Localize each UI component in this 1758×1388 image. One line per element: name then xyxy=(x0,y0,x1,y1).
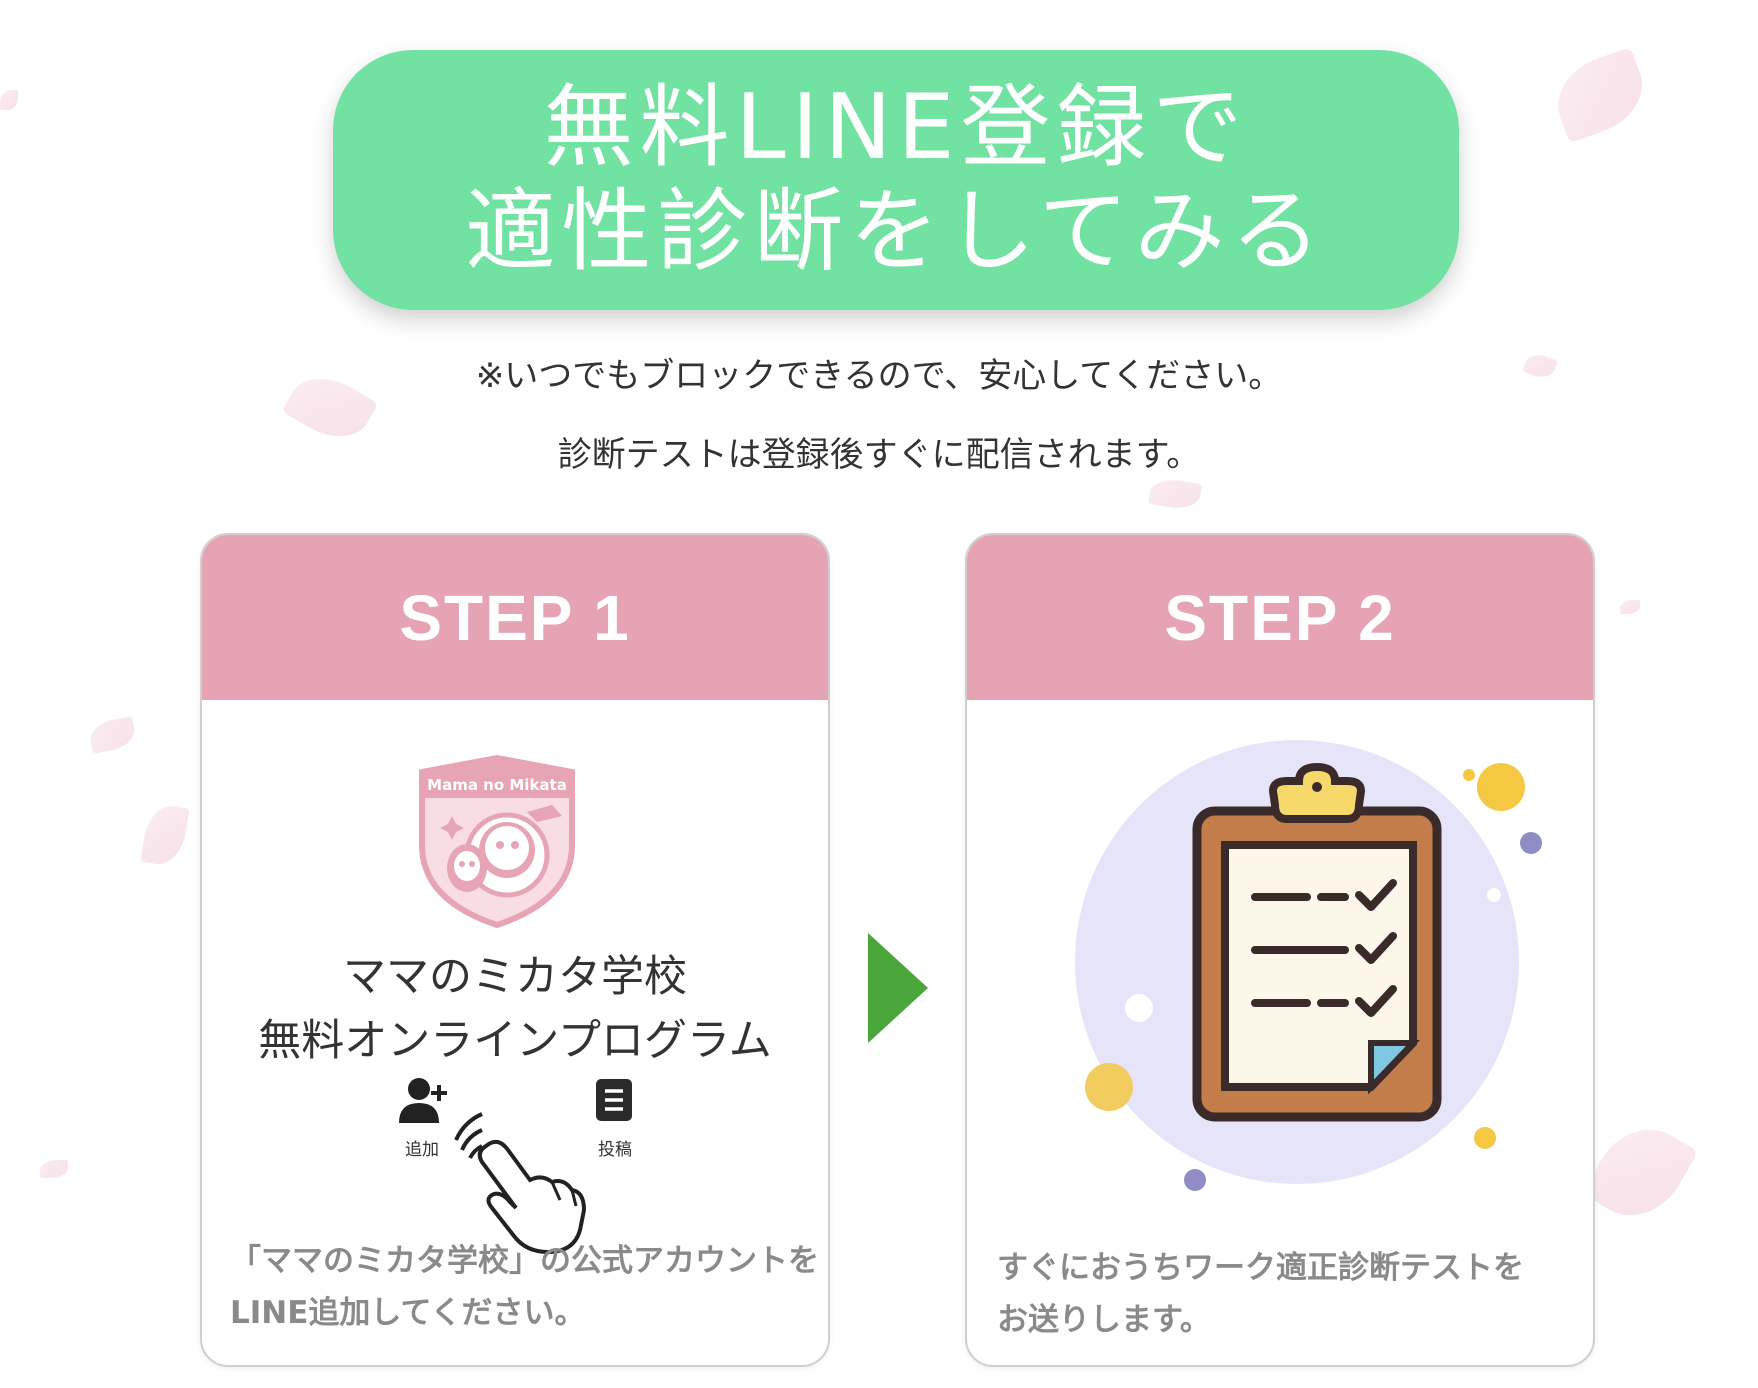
logo-shield-icon: Mama no Mikata xyxy=(419,754,575,929)
step1-desc-line-1: 「ママのミカタ学校」の公式アカウントを xyxy=(230,1243,819,1279)
petal-decoration xyxy=(1620,600,1640,614)
school-name-line-2: 無料オンラインプログラム xyxy=(258,1016,772,1066)
delivery-note: 診断テストは登録後すぐに配信されます。 xyxy=(557,435,1201,475)
cta-line-1: 無料LINE登録で xyxy=(543,75,1249,180)
logo-text: Mama no Mikata xyxy=(427,776,567,794)
petal-decoration xyxy=(0,90,18,110)
next-arrow-icon xyxy=(868,933,928,1043)
clipboard-checklist-icon xyxy=(1075,740,1542,1191)
petal-decoration xyxy=(140,801,190,869)
step1-title: STEP 1 xyxy=(202,535,828,700)
petal-decoration xyxy=(87,716,138,754)
step1-description: 「ママのミカタ学校」の公式アカウントを LINE追加してください。 xyxy=(230,1235,819,1339)
school-name-line-1: ママのミカタ学校 xyxy=(343,952,687,1002)
school-name: ママのミカタ学校 無料オンラインプログラム xyxy=(202,945,828,1073)
post-label: 投稿 xyxy=(598,1140,632,1160)
petal-decoration xyxy=(1147,475,1203,513)
petal-decoration xyxy=(1581,1111,1699,1234)
step2-card: STEP 2 すぐにおうちワーク適正診断テストを お送りします。 xyxy=(965,533,1595,1367)
step1-desc-line-2: LINE追加してください。 xyxy=(230,1295,586,1331)
petal-decoration xyxy=(1545,46,1655,144)
post-icon xyxy=(596,1079,632,1121)
step2-description: すぐにおうちワーク適正診断テストを お送りします。 xyxy=(997,1242,1573,1346)
petal-decoration xyxy=(40,1160,68,1178)
block-note: ※いつでもブロックできるので、安心してください。 xyxy=(475,356,1283,396)
cta-line-2: 適性診断をしてみる xyxy=(465,179,1327,284)
step2-desc-line-1: すぐにおうちワーク適正診断テストを xyxy=(997,1250,1524,1286)
add-label: 追加 xyxy=(405,1140,439,1160)
tap-hand-icon xyxy=(454,1112,587,1255)
step2-title: STEP 2 xyxy=(967,535,1593,700)
line-register-button[interactable]: 無料LINE登録で 適性診断をしてみる xyxy=(333,50,1459,310)
step2-desc-line-2: お送りします。 xyxy=(997,1302,1211,1338)
add-friend-icon xyxy=(399,1078,447,1123)
step1-card: STEP 1 Mama no Mikata ママのミカタ学校 無料オンラインプロ… xyxy=(200,533,830,1367)
